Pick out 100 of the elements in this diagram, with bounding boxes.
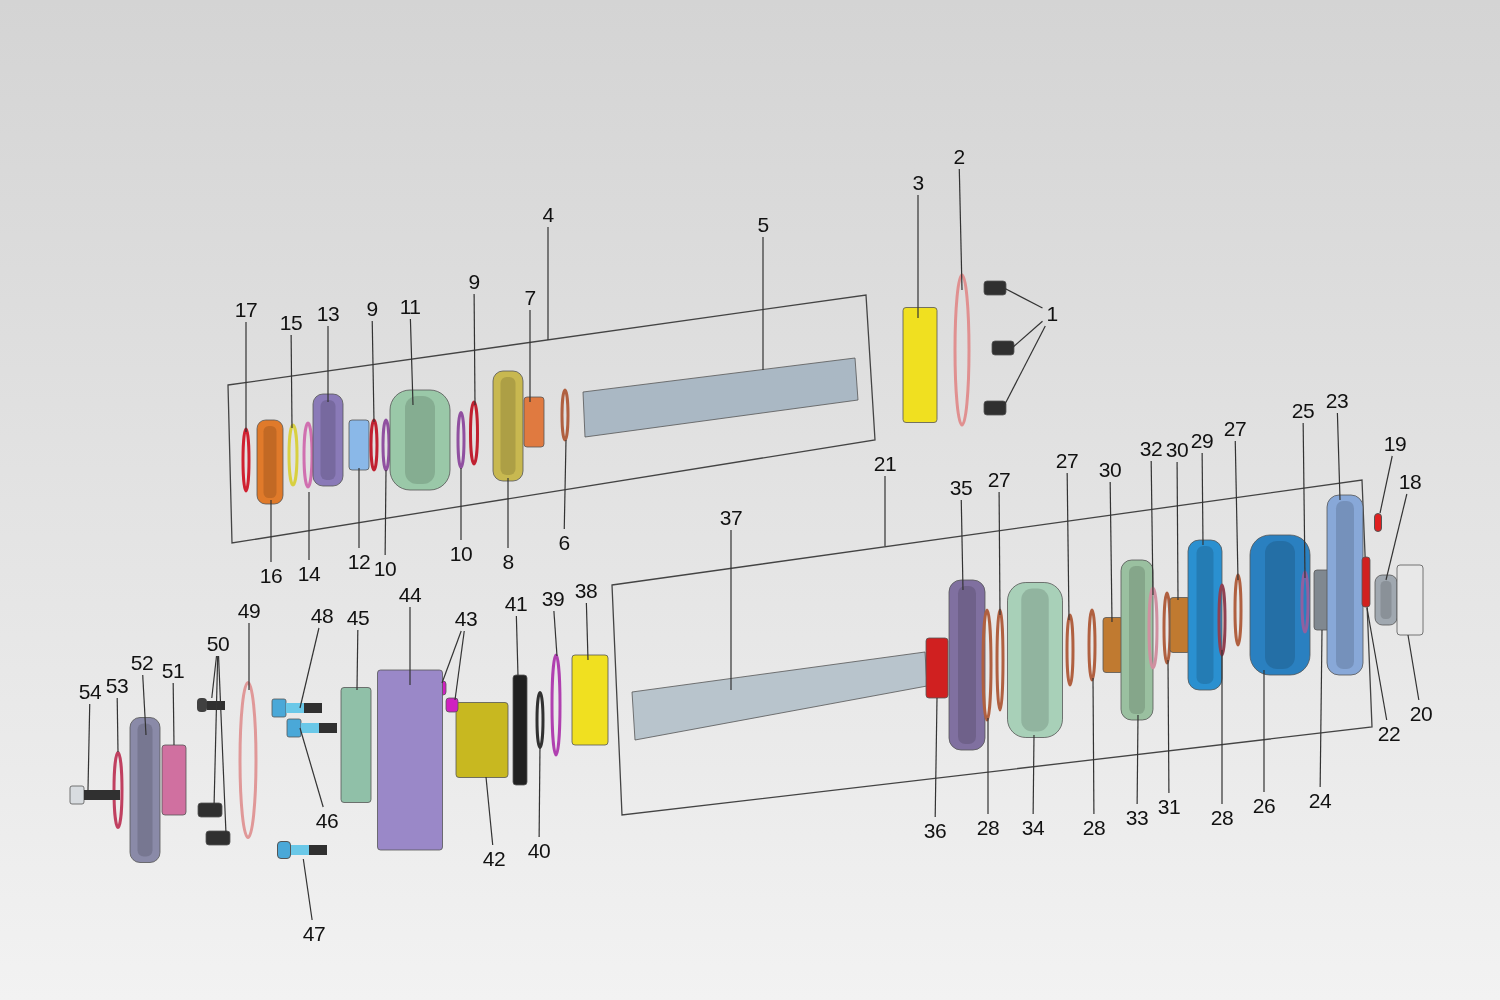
leader-line [473,293,476,406]
callout-number: 5 [757,213,769,235]
callout-number: 21 [873,452,897,474]
leader-line [917,194,919,319]
callout-number: 27 [987,468,1011,490]
leader-line [515,615,519,677]
leader-line [409,318,414,406]
leader-line [529,309,531,403]
leader-line [248,622,250,691]
callout-number: 54 [78,680,102,702]
leader-line [1234,440,1239,581]
callout-number: 38 [574,579,598,601]
leader-line [87,703,91,791]
leader-line [1032,734,1035,815]
callout-number: 42 [482,847,506,869]
leader-line [960,499,964,591]
leader-line [460,467,462,541]
leader-line [547,226,549,341]
leader-line [1263,669,1265,793]
leader-line [1003,325,1046,407]
callout-number: 34 [1021,816,1045,838]
leader-line [958,168,963,291]
callout-number: 14 [297,562,321,584]
leader-line [998,491,1001,616]
leader-line [1366,607,1388,721]
callout-number: 27 [1223,417,1247,439]
callout-number: 9 [468,270,480,292]
callout-number: 41 [504,592,528,614]
leader-line [585,602,589,661]
callout-number: 28 [1210,806,1234,828]
leader-line [441,630,462,684]
callout-number: 2 [953,145,965,167]
leader-line [1201,452,1204,546]
callout-number: 1 [1046,302,1058,324]
leader-line [1302,422,1306,579]
leader-line [1407,634,1420,701]
leader-line [384,469,387,556]
pin-drawing [1374,513,1382,532]
bolt-drawing [277,841,327,859]
leader-line [1167,659,1170,794]
leader-line [507,477,509,549]
leader-line [245,321,247,433]
callout-number: 50 [206,632,230,654]
callout-number: 23 [1325,389,1349,411]
leader-line [730,529,732,691]
leader-line [211,655,218,699]
leader-line [371,320,375,423]
callout-number: 37 [719,506,743,528]
callout-number: 47 [302,922,326,944]
leader-line [217,655,227,835]
callout-number: 44 [398,583,422,605]
leader-line [1003,287,1044,309]
callout-number: 40 [527,839,551,861]
leader-line [1066,472,1070,621]
leader-line [1221,649,1223,805]
callout-number: 8 [502,550,514,572]
callout-number: 39 [541,587,565,609]
leader-line [409,606,411,686]
callout-number: 49 [237,599,261,621]
callout-number: 43 [454,607,478,629]
leader-line [327,325,329,403]
callout-number: 20 [1409,702,1433,724]
callout-number: 31 [1157,795,1181,817]
leader-line [1336,412,1341,501]
leader-line [1176,461,1179,601]
leader-line [1385,493,1408,581]
callout-number: 51 [161,659,185,681]
leader-line [1379,455,1393,514]
callout-number: 46 [315,809,339,831]
callout-number: 32 [1139,437,1163,459]
leader-line [454,630,465,701]
callout-number: 10 [449,542,473,564]
callout-number: 7 [524,286,536,308]
callout-number: 6 [558,531,570,553]
callout-number: 52 [130,651,154,673]
leader-line [290,334,293,429]
leader-line [934,697,938,818]
leader-line [299,627,320,709]
callout-number: 28 [1082,816,1106,838]
leader-line [116,697,119,753]
callout-number: 4 [542,203,554,225]
leader-line [1092,677,1095,815]
leader-line [172,682,175,746]
callout-number: 25 [1291,399,1315,421]
leader-line [563,439,567,530]
callout-number: 29 [1190,429,1214,451]
callout-number: 22 [1377,722,1401,744]
bolt-drawing [197,698,225,712]
leader-line [356,629,359,691]
leader-line [142,674,147,736]
callout-number: 10 [373,557,397,579]
callout-number: 24 [1308,789,1332,811]
callout-number: 11 [399,295,421,317]
leader-line [762,236,764,371]
callout-number: 45 [346,606,370,628]
leader-line [358,467,360,549]
callout-number: 13 [316,302,340,324]
callout-number: 28 [976,816,1000,838]
callout-number: 18 [1398,470,1422,492]
callout-number: 33 [1125,806,1149,828]
